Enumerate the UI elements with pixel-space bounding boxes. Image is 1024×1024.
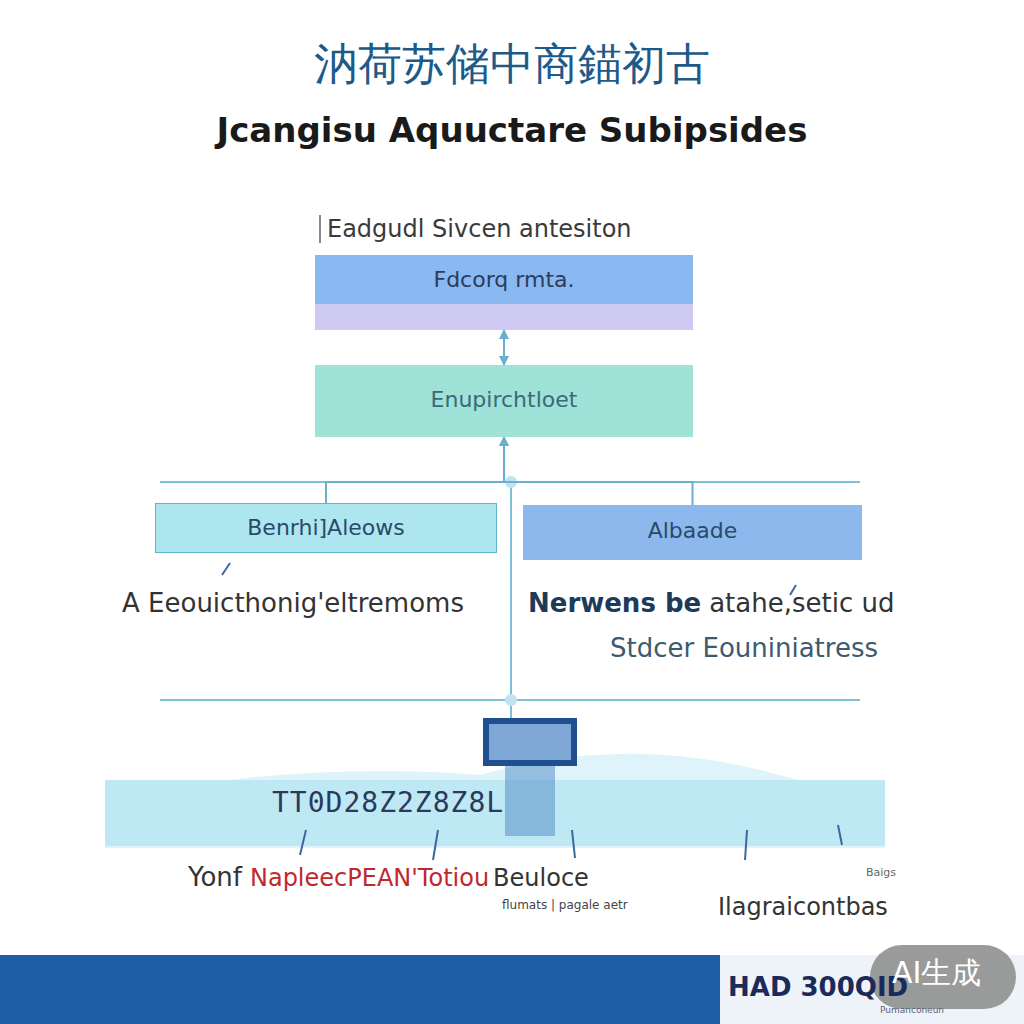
scene-band [105, 780, 885, 846]
text-label: flumats | pagale aetr [502, 898, 628, 912]
process-box: Benrhi]Aleows [155, 503, 497, 553]
diagram-title: 汭荷苏储中商錨初古 [0, 38, 1024, 91]
monitor-screen [489, 724, 571, 760]
trunk-line [510, 482, 512, 718]
footer-band [720, 955, 1024, 1024]
box-heading: Eadgudl Sivcen antesiton [319, 215, 632, 243]
text-label: A Eeouicthonig'eltremoms [122, 588, 464, 619]
monitor-icon [483, 718, 577, 766]
text-label: NapleecPEAN'Totiou [250, 864, 489, 893]
text-label: Jcangisu Aquuctare Subipsides [0, 110, 1024, 151]
text-label: atahe,setic ud [709, 588, 894, 619]
footer-band [0, 955, 720, 1024]
text-label: Beuloce [493, 864, 589, 893]
connector-arrow [503, 330, 505, 365]
text-label: Yonf [188, 862, 242, 893]
box-text: Albaade [648, 518, 738, 543]
text-label: Pumanconeun [880, 1005, 944, 1016]
monitor-stand [505, 766, 555, 836]
text-label: AI生成 [892, 955, 981, 991]
hill-shape [105, 754, 885, 848]
text-label: Ilagraicontbas [718, 893, 888, 922]
process-box: Albaade [523, 505, 862, 560]
box-text: Benrhi]Aleows [247, 515, 404, 540]
text-label: Stdcer Eouniniatress [610, 633, 878, 664]
junction-dot [505, 694, 517, 706]
text-label: HAD 300QID [728, 972, 908, 1003]
connector-arrow [504, 437, 693, 505]
text-label: Nerwens be [528, 588, 701, 619]
connector-arrow [326, 437, 504, 503]
box-text: Enupirchtloet [431, 387, 578, 412]
text-label: Baigs [866, 866, 896, 879]
box-text: Fdcorq rmta. [434, 267, 575, 292]
process-box: Eadgudl Sivcen antesitonFdcorq rmta. [315, 255, 693, 330]
text-label: TT0D28Z2Z8Z8L [272, 786, 504, 820]
process-box: Enupirchtloet [315, 365, 693, 437]
